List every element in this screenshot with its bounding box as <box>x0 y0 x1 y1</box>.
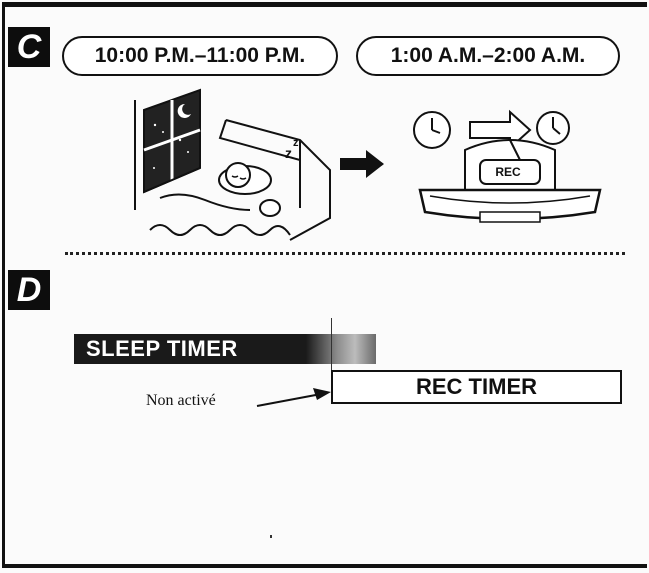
svg-text:z: z <box>293 137 299 149</box>
svg-text:z: z <box>285 145 292 161</box>
clock-icon <box>537 112 569 144</box>
right-arrow-icon <box>340 148 388 180</box>
window-icon <box>144 90 200 192</box>
pointer-arrow-icon <box>255 386 333 410</box>
time-range-before: 10:00 P.M.–11:00 P.M. <box>62 36 338 76</box>
section-d-badge: D <box>8 270 50 310</box>
time-range-after: 1:00 A.M.–2:00 A.M. <box>356 36 620 76</box>
section-c-badge: C <box>8 27 50 67</box>
clock-icon <box>414 112 450 148</box>
sleeping-person-illustration: z z <box>130 80 340 245</box>
sleep-timer-fade <box>306 334 376 364</box>
rec-indicator-label: REC <box>480 165 536 181</box>
stray-dot <box>270 535 272 538</box>
rec-timer-bar: REC TIMER <box>331 370 622 404</box>
section-divider <box>65 252 625 255</box>
non-active-label: Non activé <box>146 392 216 410</box>
sleep-timer-label: SLEEP TIMER <box>86 336 238 362</box>
